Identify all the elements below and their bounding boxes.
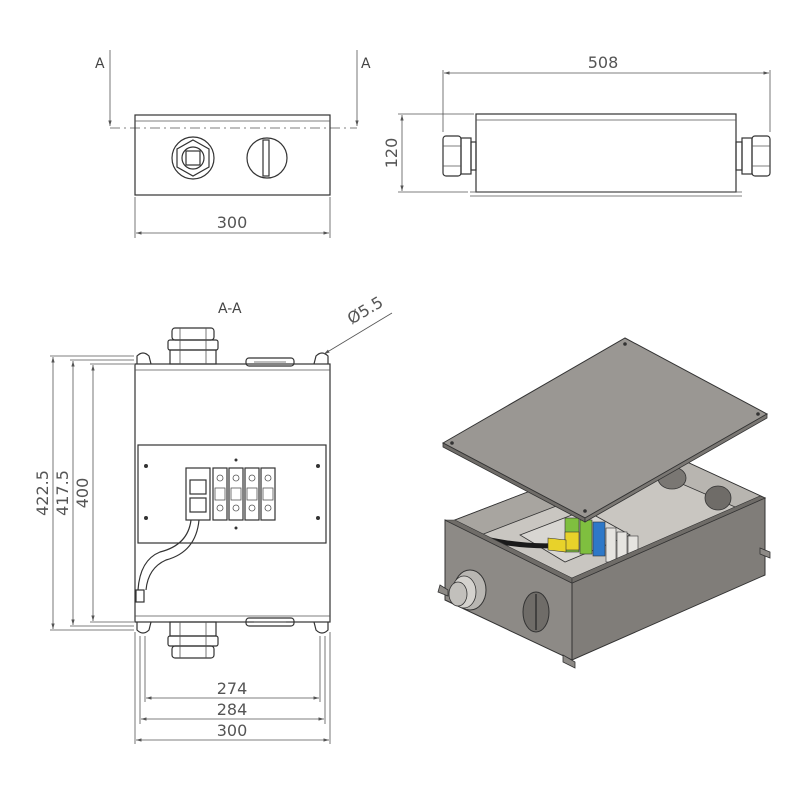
cable: [137, 519, 192, 591]
cable-gland-top: [167, 327, 219, 365]
mounting-lug-bottom-right: [313, 621, 329, 634]
dimension-label-width-inner: 274: [217, 679, 248, 698]
front-view-box: [134, 114, 331, 196]
mounting-plate: [137, 444, 327, 544]
side-view: 508 120: [382, 53, 771, 197]
mounting-lug-top-right: [313, 352, 329, 365]
section-box: [134, 363, 331, 623]
dimension-label-width-mid: 284: [217, 700, 248, 719]
front-view: A A 300: [95, 50, 371, 238]
dimension-label-height-outer: 422.5: [33, 470, 52, 516]
interior-plug-back: [704, 485, 732, 511]
dimension-label-height-inner: 400: [73, 478, 92, 509]
mounting-lug-bottom-left: [136, 621, 152, 634]
cable-gland-front: [171, 136, 215, 180]
isometric-view: [437, 337, 771, 669]
dimension-label-top-width: 300: [217, 213, 248, 232]
terminal-blue: [592, 521, 606, 557]
blind-plug-bottom: [245, 617, 295, 627]
leader-hole-diameter: [323, 312, 393, 355]
iso-lug-front-bottom: [562, 654, 576, 669]
section-title: A-A: [218, 301, 242, 317]
iso-lug-right: [759, 547, 771, 559]
terminal-grey-1: [605, 527, 617, 563]
cable-gland-left-side: [442, 135, 477, 177]
dimension-label-side-height: 120: [382, 138, 401, 169]
dimension-label-hole-diameter: Ø5.5: [344, 292, 386, 328]
iso-lug-front-left: [437, 584, 449, 597]
section-marker-right: A: [361, 56, 371, 72]
side-view-box: [475, 113, 737, 193]
mounting-lug-top-left: [136, 352, 152, 365]
lid-right-edge: [584, 413, 768, 523]
blind-plug-front: [246, 137, 288, 179]
iso-cable-gland-front: [448, 569, 487, 611]
section-marker-left: A: [95, 56, 105, 72]
dimension-label-width-outer: 300: [217, 721, 248, 740]
terminal-block: [185, 467, 276, 521]
cable-edge: [145, 519, 200, 591]
dimension-label-height-mid: 417.5: [53, 470, 72, 516]
terminal-yellow: [564, 531, 580, 551]
cable-gland-right-side: [735, 135, 771, 177]
blind-plug-top: [245, 357, 295, 367]
section-view: A-A: [33, 292, 393, 744]
cable-gland-bottom: [167, 621, 219, 659]
dimension-label-side-length: 508: [588, 53, 619, 72]
